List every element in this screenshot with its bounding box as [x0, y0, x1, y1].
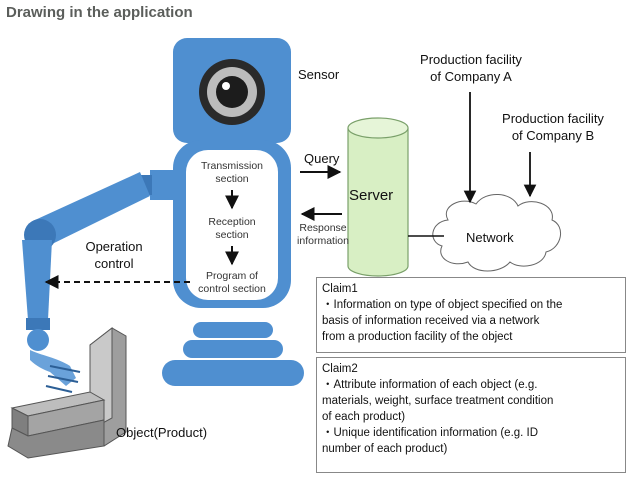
- claim1-line: ・Information on type of object specified…: [322, 299, 563, 311]
- query-label: Query: [304, 151, 340, 166]
- claim2-box: Claim2 ・Attribute information of each ob…: [316, 357, 626, 473]
- network-label: Network: [466, 230, 514, 245]
- claim2-heading: Claim2: [322, 363, 358, 375]
- robot-body: [162, 140, 304, 386]
- claim1-line: from a production facility of the object: [322, 331, 513, 343]
- sensor-label: Sensor: [298, 67, 340, 82]
- operation-control-label: Operation control: [85, 239, 143, 271]
- cylinder-icon: [347, 117, 409, 277]
- page-title: Drawing in the application: [6, 4, 193, 21]
- object-icon: [7, 326, 127, 459]
- claim2-line: materials, weight, surface treatment con…: [322, 395, 554, 407]
- reception-section-label: Reception section: [208, 216, 256, 241]
- transmission-section-label: Transmission section: [200, 160, 264, 185]
- claim1-line: basis of information received via a netw…: [322, 315, 540, 327]
- gripper-icon: [30, 350, 81, 393]
- claim2-line: ・Attribute information of each object (e…: [322, 379, 538, 391]
- robot-arm-icon: [22, 170, 180, 351]
- camera-icon: [173, 38, 291, 143]
- response-info-label: Response information: [297, 222, 349, 247]
- object-product-label: Object(Product): [116, 425, 208, 440]
- claim1-heading: Claim1: [322, 283, 358, 295]
- cloud-icon: [432, 194, 561, 272]
- claim2-line: ・Unique identification information (e.g.…: [322, 427, 539, 439]
- claim1-box: Claim1 ・Information on type of object sp…: [316, 277, 626, 353]
- claim2-line: number of each product): [322, 443, 448, 455]
- program-control-section-label: Program of control section: [198, 270, 266, 295]
- facility-company-a-label: Production facility of Company A: [420, 52, 522, 84]
- facility-company-b-label: Production facility of Company B: [502, 111, 604, 143]
- claim2-line: of each product): [322, 411, 406, 423]
- server-label: Server: [349, 187, 394, 204]
